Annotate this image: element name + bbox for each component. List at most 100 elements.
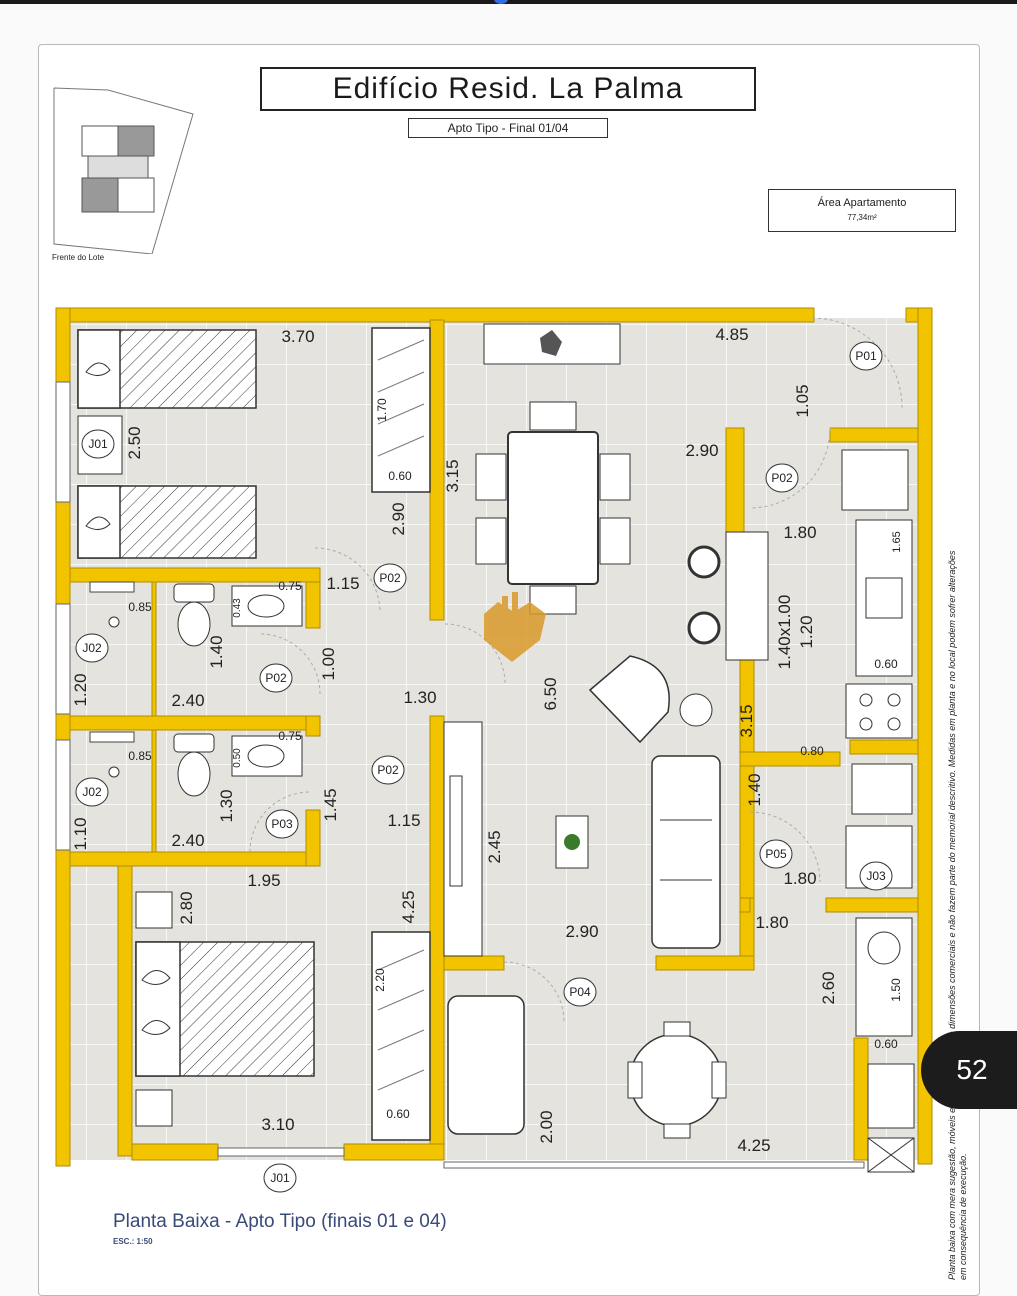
dimension-label: 1.80	[783, 523, 816, 542]
dimension-label: 4.25	[399, 890, 418, 923]
key-unit-4	[117, 177, 155, 213]
building-title: Edifício Resid. La Palma	[260, 67, 756, 111]
dimension-label: 3.15	[443, 459, 462, 492]
svg-text:J02: J02	[82, 641, 102, 655]
dimension-label: 0.43	[232, 598, 243, 618]
key-unit-2	[117, 125, 155, 157]
opening-code-tag: P03	[265, 809, 299, 839]
dimension-label: 2.45	[485, 830, 504, 863]
dimension-label: 0.60	[386, 1107, 410, 1121]
plan-scale: ESC.: 1:50	[113, 1237, 153, 1246]
dining-table	[507, 431, 599, 585]
dimension-label: 2.00	[537, 1110, 556, 1143]
opening-code-tag: J02	[75, 777, 109, 807]
toilet	[173, 583, 215, 603]
side-table	[679, 693, 713, 727]
round-table	[629, 1033, 723, 1127]
opening-code-tag: P05	[759, 839, 793, 869]
dimension-label: 2.90	[685, 441, 718, 460]
area-label: Área Apartamento	[817, 197, 907, 209]
dimension-label: 4.85	[715, 325, 748, 344]
nightstand	[135, 1089, 173, 1127]
dimension-label: 1.30	[217, 789, 236, 822]
lot-front-label: Frente do Lote	[52, 253, 105, 262]
opening-code-tag: P02	[373, 563, 407, 593]
walls	[55, 307, 933, 1167]
watermark-logo-icon	[484, 592, 546, 662]
dimension-label: 0.80	[800, 744, 824, 758]
svg-text:P02: P02	[265, 671, 287, 685]
pillow-icon	[135, 941, 181, 1077]
area-value: 77,34m²	[847, 213, 877, 222]
apartment-subtitle: Apto Tipo - Final 01/04	[408, 118, 608, 138]
svg-text:J03: J03	[866, 869, 886, 883]
dimension-label: 2.40	[171, 831, 204, 850]
kitchen	[749, 317, 913, 889]
key-plan	[53, 87, 194, 254]
dimension-label: 1.70	[375, 398, 389, 422]
plan-title: Planta Baixa - Apto Tipo (finais 01 e 04…	[113, 1211, 447, 1232]
balcony	[447, 961, 727, 1139]
disclaimer-note: Planta baixa com mera sugestão, móveis e…	[947, 550, 968, 1280]
window-top-bar	[0, 0, 1017, 4]
lot-outline	[53, 87, 194, 254]
dimension-label: 0.85	[128, 749, 152, 763]
dimension-label: 0.60	[874, 657, 898, 671]
dimension-label: 1.65	[891, 531, 903, 552]
fridge	[841, 449, 909, 511]
dimension-label: 1.80	[755, 913, 788, 932]
living-dining	[443, 323, 769, 957]
svg-text:P02: P02	[771, 471, 793, 485]
dimension-label: 1.00	[319, 647, 338, 680]
dimension-label: 4.25	[737, 1136, 770, 1155]
dimension-label: 1.10	[71, 817, 90, 850]
dimension-label: 3.10	[261, 1115, 294, 1134]
dimension-label: 0.75	[278, 729, 302, 743]
key-unit-3	[81, 177, 119, 213]
bar-stool	[687, 611, 721, 645]
dimension-label: 0.85	[128, 600, 152, 614]
bathroom-2	[89, 731, 311, 853]
svg-text:J02: J02	[82, 785, 102, 799]
dimension-label: 3.15	[737, 704, 756, 737]
stove	[845, 683, 913, 739]
sink	[865, 577, 903, 619]
shower-icon	[108, 616, 120, 628]
opening-code-tag: P01	[849, 341, 883, 371]
kitchen-counter	[725, 531, 769, 661]
opening-code-tag: J01	[263, 1163, 297, 1193]
svg-text:P04: P04	[569, 985, 591, 999]
opening-code-tag: J01	[81, 429, 115, 459]
dimension-label: 1.95	[247, 871, 280, 890]
dimension-label: 0.60	[874, 1037, 898, 1051]
dimension-label: 2.50	[125, 426, 144, 459]
bathroom-1	[89, 581, 321, 695]
dimension-label: 1.40	[745, 773, 764, 806]
shower-icon	[108, 766, 120, 778]
sink	[231, 585, 303, 627]
dimension-label: 1.30	[403, 688, 436, 707]
dimension-label: 1.45	[321, 788, 340, 821]
gas-box	[867, 1063, 915, 1129]
toilet-bowl	[177, 751, 211, 797]
svg-text:P02: P02	[379, 571, 401, 585]
opening-code-tag: P02	[259, 663, 293, 693]
page-number-badge: 52	[921, 1031, 1017, 1109]
bedroom-1	[77, 327, 431, 613]
dimension-label: 2.90	[565, 922, 598, 941]
svg-text:P03: P03	[271, 817, 293, 831]
dimension-label: 2.40	[171, 691, 204, 710]
pillow-icon	[77, 329, 121, 409]
bar-stool	[687, 545, 721, 579]
nightstand	[135, 891, 173, 929]
sofa	[651, 755, 721, 949]
dimension-label: 0.75	[278, 579, 302, 593]
dimension-label: 0.50	[232, 748, 243, 768]
opening-code-tag: P02	[371, 755, 405, 785]
svg-text:P05: P05	[765, 847, 787, 861]
tv	[449, 775, 463, 887]
armchair	[588, 655, 670, 744]
dimension-label: 1.40x1.00	[775, 595, 794, 670]
